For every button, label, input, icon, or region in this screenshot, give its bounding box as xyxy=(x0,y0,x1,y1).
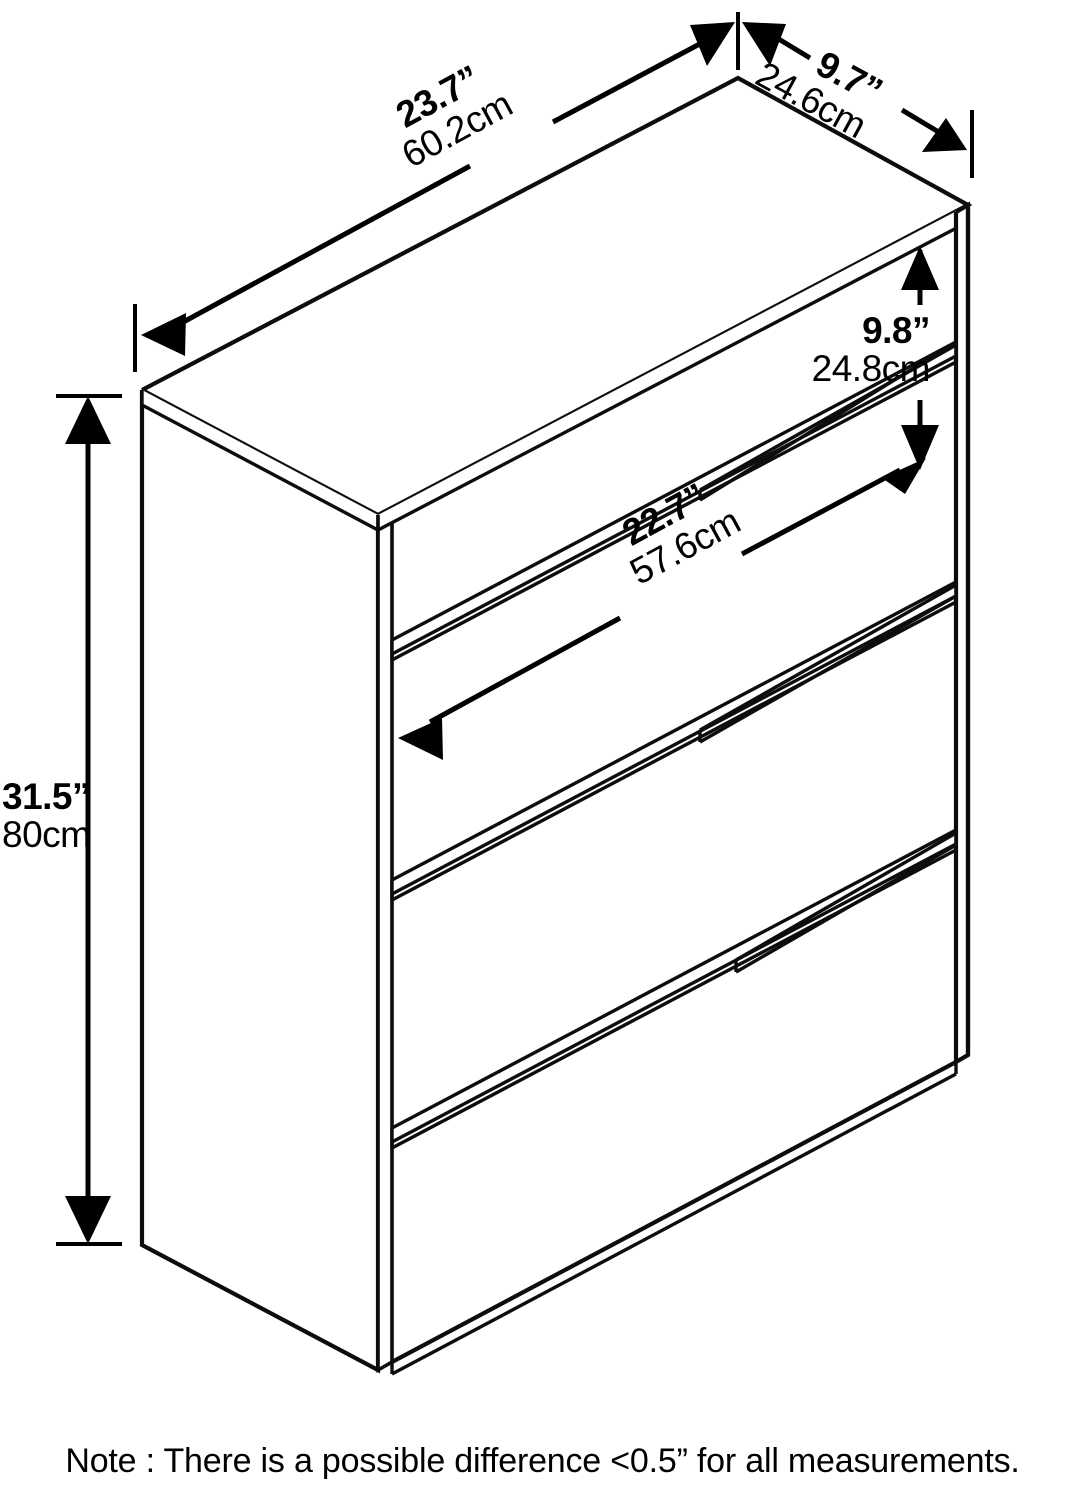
dimension-height-inches: 31.5” xyxy=(2,776,91,817)
left-side-panel xyxy=(139,388,381,1374)
dimension-line-height xyxy=(56,394,122,1246)
dimension-line-shelf-gap xyxy=(901,246,939,470)
middle-shelf xyxy=(390,579,958,902)
right-side-panel xyxy=(953,201,971,1066)
top-panel xyxy=(140,75,973,533)
bottom-shelf xyxy=(390,827,958,1150)
dimension-label-shelf-gap: 9.8” 24.8cm xyxy=(800,310,931,389)
dimension-line-depth xyxy=(742,22,974,178)
dimension-shelf-gap-inches: 9.8” xyxy=(862,310,930,351)
base-panel xyxy=(377,1060,958,1376)
dimension-line-shelf-width xyxy=(398,458,926,760)
dimension-shelf-gap-cm: 24.8cm xyxy=(811,347,931,389)
left-panel-front-edge xyxy=(376,513,394,1373)
measurement-note: Note : There is a possible difference <0… xyxy=(65,1442,1020,1480)
dimension-label-height: 31.5” 80cm xyxy=(2,778,122,853)
dimension-height-cm: 80cm xyxy=(2,813,91,855)
back-panel-inner-edges xyxy=(376,523,394,1370)
upper-shelf-rear-edge xyxy=(698,343,957,500)
dimension-line-width xyxy=(133,12,740,372)
